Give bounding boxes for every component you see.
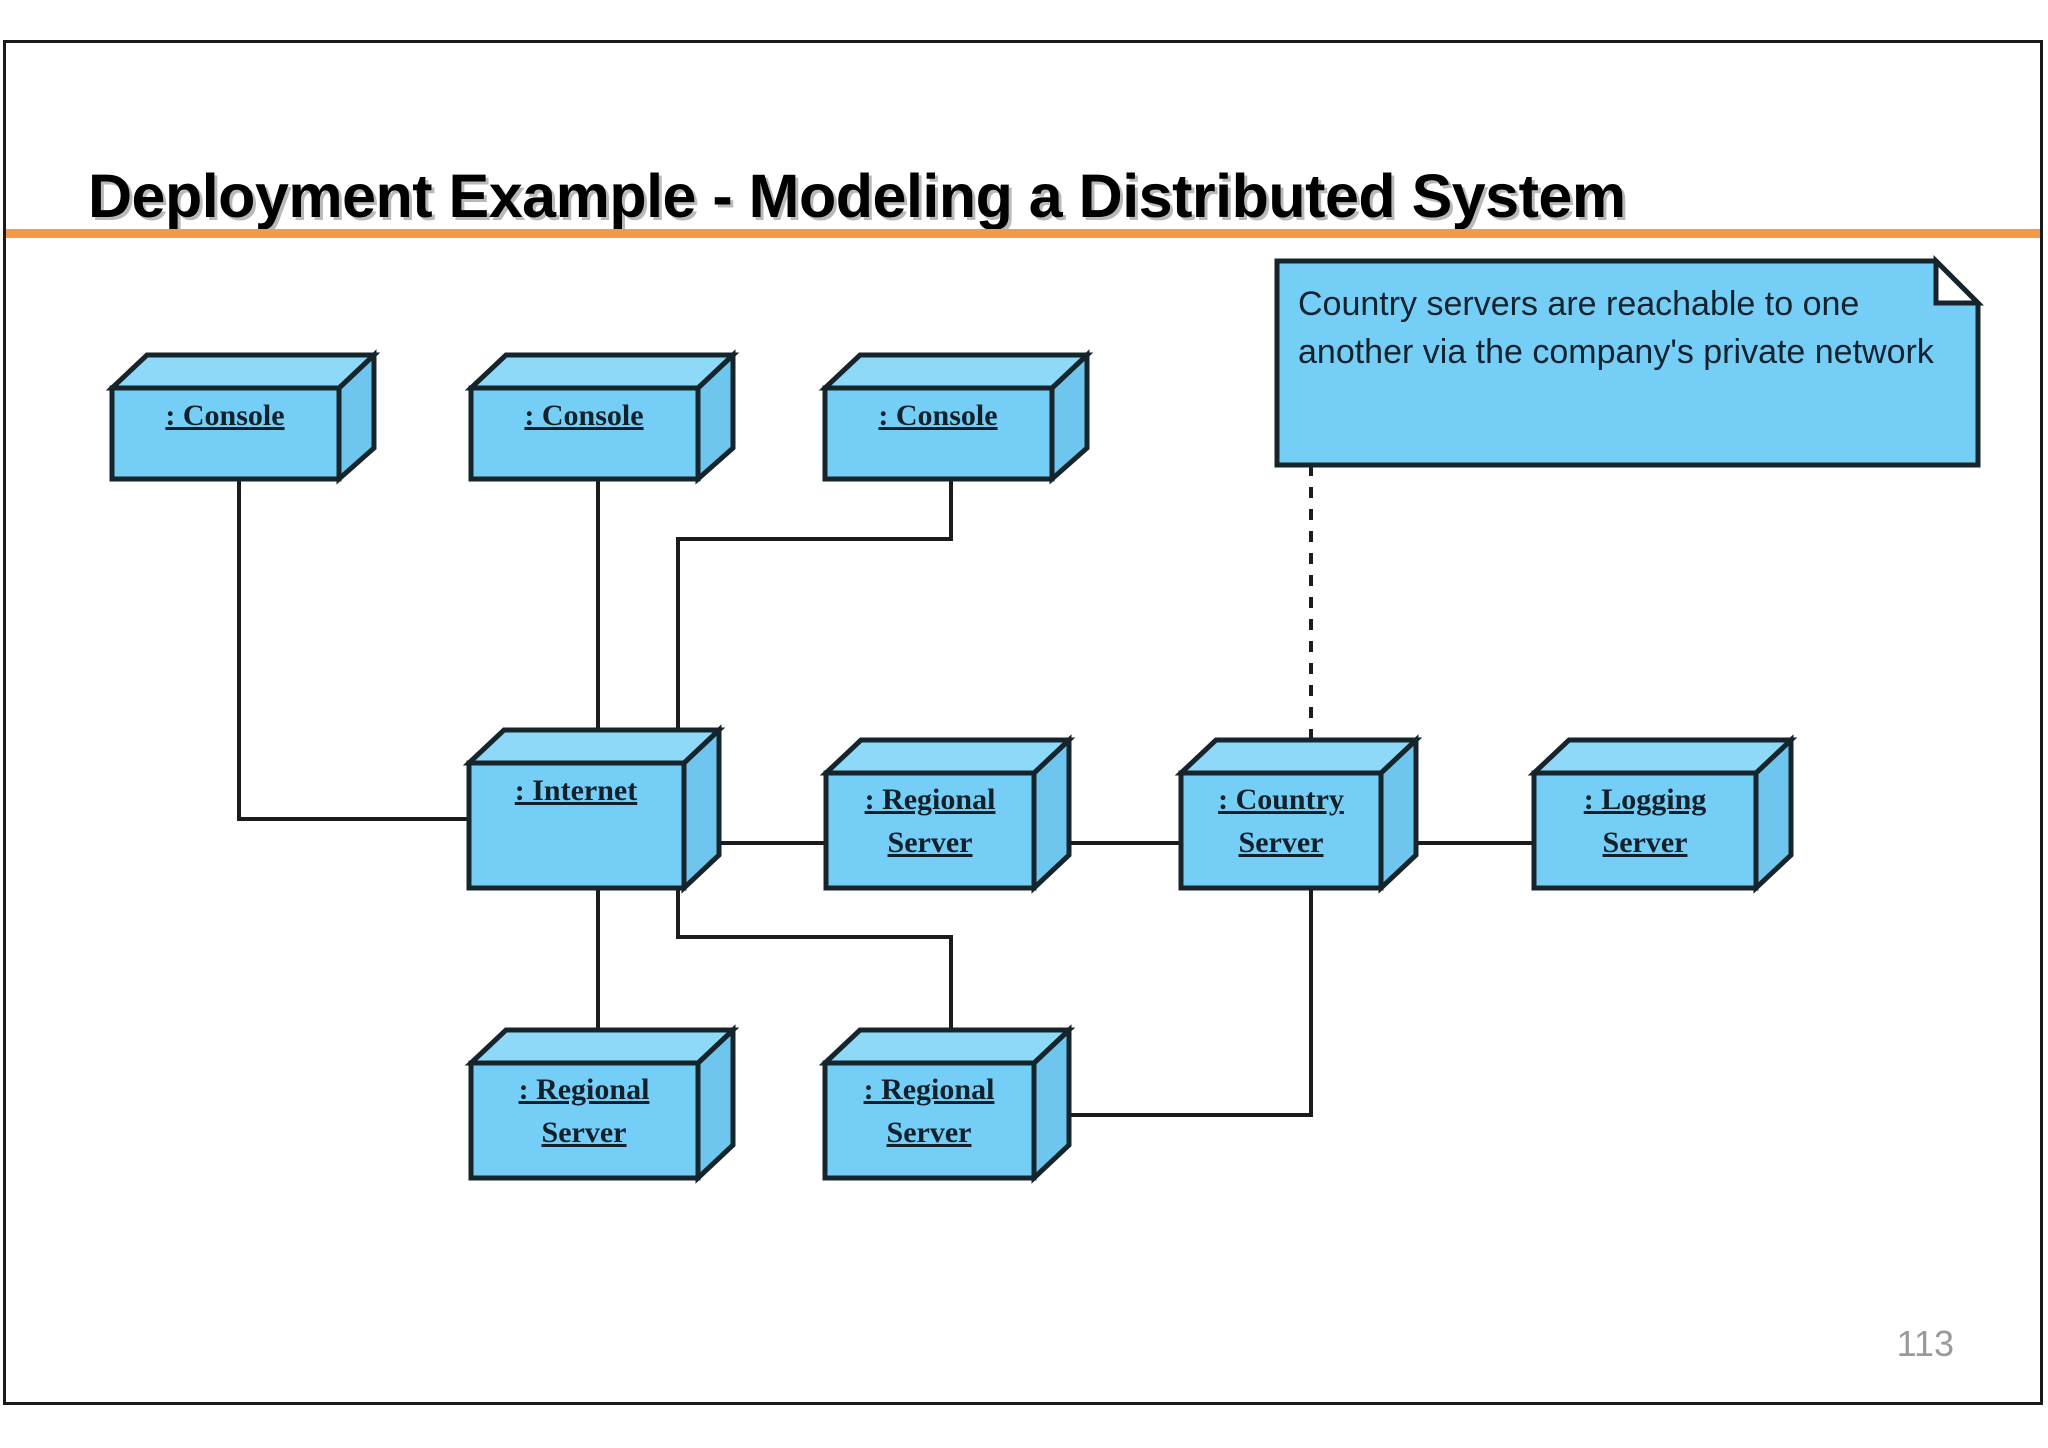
logging-top [1527, 737, 1798, 776]
node-internet[interactable]: : Internet [462, 724, 726, 894]
console-3-label: : Console [878, 399, 997, 432]
regional-3-label-line-1: : Regional [864, 1073, 995, 1106]
node-console-1[interactable]: : Console [105, 349, 381, 485]
console-2-face [468, 385, 701, 482]
page-title: Deployment Example - Modeling a Distribu… [88, 162, 1626, 230]
logging-label-line-1: : Logging [1584, 783, 1707, 816]
note-fold-corner [1933, 254, 1985, 306]
console-3-face [822, 385, 1055, 482]
regional-3-top [818, 1027, 1076, 1066]
console-2-label: : Console [524, 399, 643, 432]
note-text-line-1: Country servers are reachable to one [1298, 285, 1859, 323]
country-label-line-2: Server [1239, 826, 1324, 859]
regional-1-face [823, 770, 1037, 891]
link-console3-internet [676, 479, 953, 763]
console-2-top [464, 352, 740, 391]
console-3-top [818, 352, 1094, 391]
regional-2-label-line-1: : Regional [519, 1073, 650, 1106]
console-1-face [109, 385, 342, 482]
slide-frame: Deployment Example - Modeling a Distribu… [3, 40, 2043, 1405]
page-number: 113 [1896, 1323, 1954, 1364]
regional-2-top [464, 1027, 740, 1066]
regional-3-label-line-2: Server [887, 1116, 972, 1149]
regional-2-face [468, 1060, 701, 1181]
link-internet-regional3 [676, 888, 953, 1033]
title-divider-rule [6, 229, 2040, 238]
link-console1-internet [237, 479, 469, 821]
console-1-top [105, 352, 381, 391]
regional-1-label-line-1: : Regional [865, 783, 996, 816]
internet-top [462, 727, 726, 766]
country-top [1174, 737, 1423, 776]
console-1-label: : Console [165, 399, 284, 432]
node-console-3[interactable]: : Console [818, 349, 1094, 485]
regional-1-top [819, 737, 1076, 776]
node-console-2[interactable]: : Console [464, 349, 740, 485]
regional-1-label-line-2: Server [888, 826, 973, 859]
country-label-line-1: : Country [1218, 783, 1344, 816]
regional-3-face [822, 1060, 1037, 1181]
node-country-server[interactable]: : Country Server [1174, 734, 1423, 894]
node-regional-server-3[interactable]: : Regional Server [818, 1024, 1076, 1184]
deployment-diagram: Country servers are reachable to one ano… [6, 243, 2046, 1343]
logging-face [1531, 770, 1759, 891]
node-regional-server-1[interactable]: : Regional Server [819, 734, 1076, 894]
internet-label: : Internet [515, 774, 637, 807]
title-bar: Deployment Example - Modeling a Distribu… [6, 43, 2040, 243]
internet-face [466, 760, 687, 891]
regional-2-label-line-2: Server [542, 1116, 627, 1149]
connection-lines [237, 465, 1534, 1117]
node-regional-server-2[interactable]: : Regional Server [464, 1024, 740, 1184]
country-face [1178, 770, 1384, 891]
note-body-shape [1274, 258, 1981, 468]
node-logging-server[interactable]: : Logging Server [1527, 734, 1798, 894]
link-country-regional3 [1069, 888, 1313, 1117]
note-text-line-2: another via the company's private networ… [1298, 333, 1935, 371]
logging-label-line-2: Server [1603, 826, 1688, 859]
note-country-servers: Country servers are reachable to one ano… [1274, 254, 1985, 468]
